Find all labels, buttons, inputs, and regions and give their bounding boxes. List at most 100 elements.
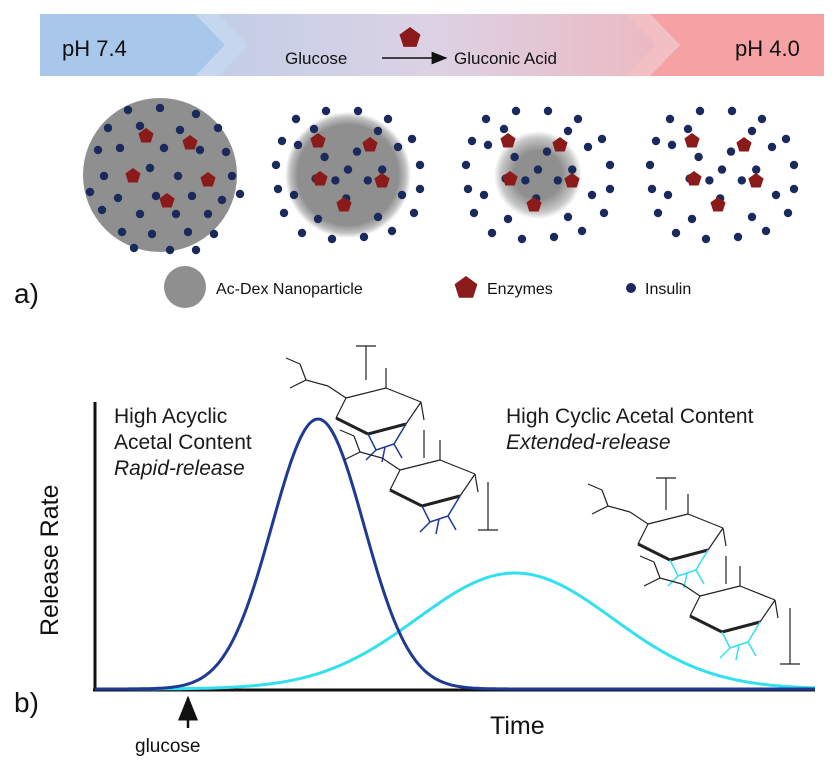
bond-line bbox=[719, 647, 731, 659]
legend-insulin-icon bbox=[626, 283, 636, 293]
insulin-dot bbox=[573, 114, 583, 124]
insulin-dot bbox=[789, 160, 799, 170]
glucose-trigger-label: glucose bbox=[135, 736, 201, 757]
insulin-dot bbox=[463, 184, 473, 194]
bond-line bbox=[359, 451, 383, 459]
insulin-dot bbox=[783, 208, 793, 218]
legend-enzyme-icon bbox=[454, 276, 478, 298]
acyclic-release-curve bbox=[95, 417, 815, 691]
ph-end-label: pH 4.0 bbox=[735, 36, 800, 61]
insulin-dot bbox=[320, 152, 329, 162]
insulin-dot bbox=[568, 165, 577, 174]
insulin-dot bbox=[393, 142, 403, 152]
bond-line bbox=[385, 387, 422, 403]
bond-line bbox=[647, 513, 689, 525]
insulin-dot bbox=[279, 208, 289, 218]
enzyme-icon bbox=[125, 168, 141, 183]
enzyme-icon bbox=[710, 197, 726, 212]
bond-line bbox=[699, 585, 741, 597]
insulin-dot bbox=[563, 126, 573, 136]
insulin-dot bbox=[313, 214, 323, 224]
enzyme-icon bbox=[138, 128, 154, 143]
nanoparticle-intact bbox=[83, 98, 237, 252]
insulin-dot bbox=[115, 143, 125, 153]
insulin-dot bbox=[605, 160, 615, 170]
enzyme-icon bbox=[374, 173, 390, 188]
insulin-dot bbox=[563, 212, 573, 222]
insulin-dot bbox=[291, 114, 301, 124]
insulin-dot bbox=[213, 123, 223, 133]
insulin-dot bbox=[481, 114, 491, 124]
insulin-dot bbox=[113, 193, 123, 203]
insulin-dot bbox=[378, 165, 387, 174]
insulin-dot bbox=[726, 147, 736, 156]
insulin-dot bbox=[694, 152, 703, 162]
x-axis-label: Time bbox=[490, 712, 545, 740]
insulin-dot bbox=[135, 121, 145, 131]
legend-nanoparticle-label: Ac-Dex Nanoparticle bbox=[216, 281, 363, 298]
insulin-dot bbox=[191, 109, 201, 119]
enzyme-icon bbox=[526, 197, 542, 212]
insulin-dot bbox=[373, 126, 383, 136]
insulin-dot bbox=[235, 189, 245, 199]
acyclic-line1: High Acyclic bbox=[114, 405, 228, 428]
bond-line bbox=[420, 401, 425, 421]
insulin-dot bbox=[781, 134, 791, 144]
insulin-dot bbox=[597, 134, 607, 144]
insulin-dot bbox=[171, 209, 181, 219]
bond-line bbox=[689, 614, 723, 634]
insulin-dot bbox=[331, 176, 340, 185]
enzyme-icon bbox=[500, 133, 516, 148]
bond-line bbox=[289, 379, 307, 389]
cyclic-line2: Extended-release bbox=[506, 431, 671, 454]
insulin-dot bbox=[309, 124, 319, 134]
bond-line bbox=[669, 559, 679, 577]
bond-line bbox=[393, 423, 407, 445]
insulin-dot bbox=[135, 209, 145, 219]
insulin-dot bbox=[97, 205, 107, 215]
insulin-dot bbox=[461, 160, 471, 170]
insulin-dot bbox=[85, 187, 95, 197]
banner-right-chevron-edge bbox=[626, 14, 680, 76]
bond-line bbox=[653, 561, 661, 579]
insulin-dot bbox=[771, 190, 781, 200]
insulin-dot bbox=[517, 234, 527, 244]
insulin-dot bbox=[737, 176, 746, 185]
bond-line bbox=[735, 644, 740, 661]
bond-line bbox=[399, 459, 441, 471]
bond-line bbox=[459, 473, 476, 497]
insulin-dot bbox=[752, 165, 761, 174]
banner-left-chevron-edge bbox=[195, 14, 248, 76]
bond-line bbox=[439, 459, 476, 475]
insulin-dot bbox=[277, 136, 287, 146]
insulin-dot bbox=[397, 190, 407, 200]
insulin-dot bbox=[479, 190, 489, 200]
enzyme-icon bbox=[736, 137, 752, 152]
insulin-dot bbox=[99, 171, 109, 181]
insulin-dot bbox=[487, 228, 497, 238]
bond-line bbox=[405, 401, 422, 425]
insulin-dot bbox=[483, 140, 493, 150]
insulin-dot bbox=[727, 106, 737, 116]
bond-line bbox=[587, 483, 603, 491]
bond-line bbox=[335, 397, 347, 419]
bond-line bbox=[389, 488, 423, 508]
insulin-dot bbox=[117, 227, 127, 237]
bond-line bbox=[687, 513, 724, 529]
nanoparticle-degrading bbox=[285, 112, 411, 238]
insulin-dot bbox=[521, 176, 530, 185]
acyclic-acetal-structure bbox=[285, 345, 498, 535]
insulin-dot bbox=[543, 106, 553, 116]
bond-line bbox=[659, 577, 683, 585]
insulin-dot bbox=[767, 142, 777, 152]
bond-line bbox=[419, 521, 431, 533]
bond-line bbox=[601, 489, 609, 507]
enzyme-icon bbox=[362, 137, 378, 152]
insulin-dot bbox=[147, 229, 157, 239]
bond-line bbox=[707, 527, 724, 551]
insulin-dot bbox=[645, 160, 655, 170]
insulin-dot bbox=[203, 209, 213, 219]
insulin-dot bbox=[415, 160, 425, 170]
insulin-dot bbox=[533, 165, 543, 174]
